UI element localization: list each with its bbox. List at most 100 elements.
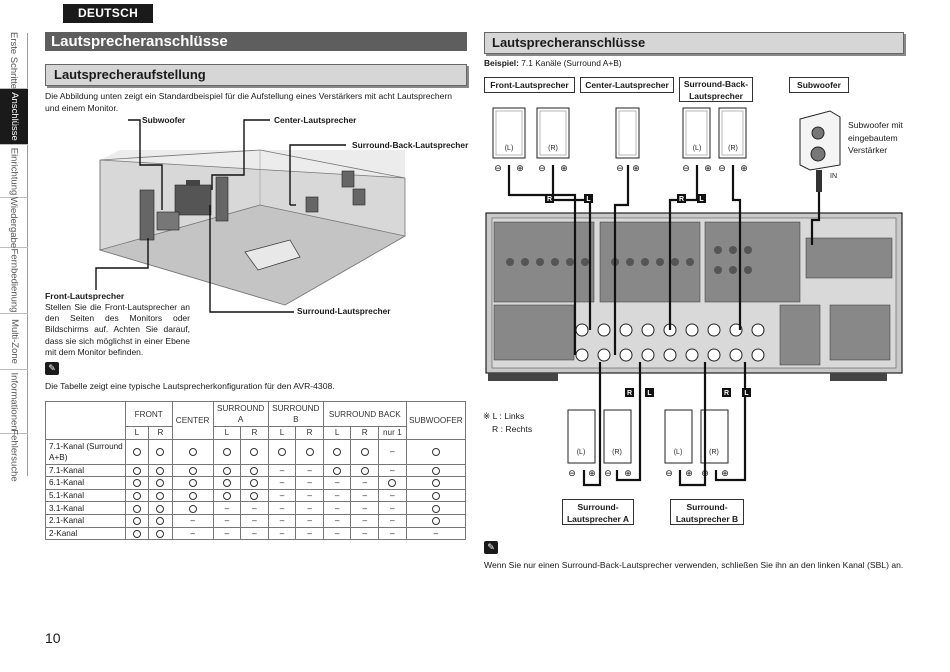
table-cell: –: [267, 526, 297, 541]
nav-informationen[interactable]: Informationen: [0, 370, 28, 434]
circle-mark-icon: [156, 517, 165, 526]
circle-mark-icon: [431, 466, 440, 475]
svg-text:⊖: ⊖: [494, 164, 502, 174]
table-cell: –: [350, 476, 380, 490]
circle-mark-icon: [222, 447, 231, 456]
table-cell: [350, 438, 380, 465]
example-line: Beispiel: 7.1 Kanäle (Surround A+B): [484, 58, 622, 68]
nav-label: Fernbedienung: [8, 248, 20, 313]
svg-text:L: L: [586, 196, 591, 203]
table-cell: [212, 476, 242, 490]
circle-mark-icon: [156, 447, 165, 456]
svg-text:(R): (R): [709, 449, 719, 456]
table-cell: [350, 463, 380, 478]
table-cell: [171, 488, 214, 503]
circle-mark-icon: [333, 447, 342, 456]
table-cell: –: [295, 476, 324, 490]
circle-mark-icon: [360, 466, 369, 475]
example-value: 7.1 Kanäle (Surround A+B): [521, 58, 622, 68]
subheader-cell: R: [240, 426, 269, 440]
pencil-icon: ✎: [484, 541, 498, 554]
svg-text:⊖: ⊖: [604, 469, 612, 479]
section-title-connections: Lautsprecheranschlüsse: [484, 32, 904, 54]
table-cell: [405, 513, 467, 528]
svg-text:(L): (L): [674, 449, 683, 456]
nav-multi-zone[interactable]: Multi-Zone: [0, 314, 28, 370]
label-center-speaker: Center-Lautsprecher: [580, 77, 674, 93]
nav-fernbedienung[interactable]: Fernbedienung: [0, 248, 28, 314]
table-row: 2.1-Kanal––––––––: [45, 513, 467, 528]
table-row: 3.1-Kanal–––––––: [45, 501, 467, 515]
nav-label: Fehlersuche: [8, 428, 20, 482]
circle-mark-icon: [360, 447, 369, 456]
circle-mark-icon: [132, 504, 141, 513]
surround-back-note: Wenn Sie nur einen Surround-Back-Lautspr…: [484, 560, 904, 570]
circle-mark-icon: [431, 479, 440, 488]
table-cell: [171, 438, 214, 465]
table-cell: [171, 501, 214, 515]
row-label: 6.1-Kanal: [45, 476, 126, 490]
table-cell: –: [295, 501, 324, 515]
table-cell: –: [322, 513, 352, 528]
subheader-cell: L: [267, 426, 297, 440]
subheader-cell: R: [350, 426, 380, 440]
table-cell: –: [322, 476, 352, 490]
svg-text:⊖: ⊖: [616, 164, 624, 174]
circle-mark-icon: [156, 529, 165, 538]
table-cell: –: [295, 488, 324, 503]
table-cell: [124, 476, 150, 490]
svg-text:⊕: ⊕: [740, 164, 748, 174]
table-cell: [148, 488, 173, 503]
circle-mark-icon: [222, 479, 231, 488]
circle-mark-icon: [156, 491, 165, 500]
intro-text: Die Abbildung unten zeigt ein Standardbe…: [45, 91, 453, 113]
circle-mark-icon: [188, 479, 197, 488]
table-cell: –: [240, 501, 269, 515]
table-cell: [240, 476, 269, 490]
section-title-placement: Lautsprecheraufstellung: [45, 64, 467, 86]
circle-mark-icon: [431, 447, 440, 456]
circle-mark-icon: [250, 447, 259, 456]
nav-wiedergabe[interactable]: Wiedergabe: [0, 197, 28, 248]
table-body: 7.1-Kanal (Surround A+B)–7.1-Kanal–––6.1…: [45, 438, 467, 541]
row-label: 2-Kanal: [45, 526, 126, 541]
circle-mark-icon: [278, 447, 287, 456]
svg-text:⊕: ⊕: [632, 164, 640, 174]
circle-mark-icon: [250, 479, 259, 488]
row-label: 7.1-Kanal: [45, 463, 126, 478]
table-cell: [405, 463, 467, 478]
svg-text:⊖: ⊖: [701, 469, 709, 479]
nav-einrichtung[interactable]: Einrichtung: [0, 145, 28, 198]
table-cell: –: [295, 513, 324, 528]
circle-mark-icon: [333, 466, 342, 475]
circle-mark-icon: [222, 491, 231, 500]
svg-text:⊕: ⊕: [685, 469, 693, 479]
circle-mark-icon: [132, 479, 141, 488]
nav-erste-schritte[interactable]: Erste Schritte: [0, 32, 28, 89]
svg-text:(L): (L): [693, 145, 702, 152]
row-label: 5.1-Kanal: [45, 488, 126, 503]
circle-mark-icon: [431, 504, 440, 513]
table-cell: –: [295, 463, 324, 478]
table-cell: –: [267, 463, 297, 478]
circle-mark-icon: [156, 466, 165, 475]
circle-mark-icon: [132, 491, 141, 500]
svg-text:L: L: [744, 390, 749, 397]
circle-mark-icon: [222, 466, 231, 475]
pencil-icon: ✎: [45, 362, 59, 375]
table-row: 2-Kanal–––––––––: [45, 526, 467, 541]
nav-label: Informationen: [8, 372, 20, 431]
header-subwoofer: SUBWOOFER: [405, 401, 467, 440]
nav-anschluesse[interactable]: Anschlüsse: [0, 89, 28, 145]
table-cell: [124, 526, 150, 541]
table-cell: –: [240, 526, 269, 541]
table-cell: –: [295, 526, 324, 541]
table-cell: [148, 476, 173, 490]
table-cell: [378, 476, 407, 490]
svg-text:⊕: ⊕: [704, 164, 712, 174]
table-cell: –: [267, 513, 297, 528]
nav-fehlersuche[interactable]: Fehlersuche: [0, 429, 28, 481]
label-front-speakers: Front-Lautsprecher: [484, 77, 575, 93]
table-cell: [124, 488, 150, 503]
table-cell: –: [350, 513, 380, 528]
